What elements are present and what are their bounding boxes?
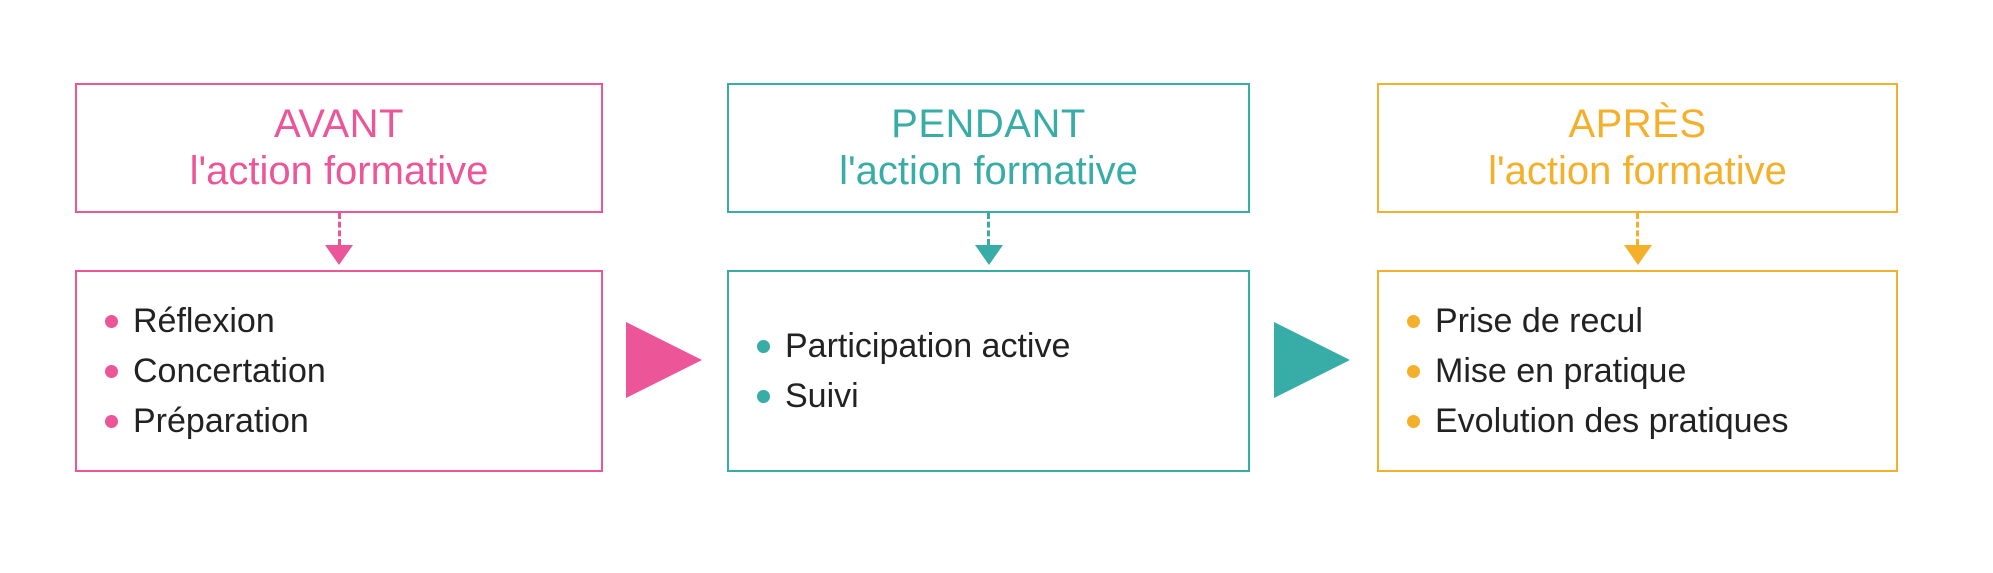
phase-content-pendant: Participation active Suivi xyxy=(727,270,1250,472)
list-item: Participation active xyxy=(757,321,1070,371)
dashed-down-arrow-icon xyxy=(727,213,1250,270)
list-item: Réflexion xyxy=(105,296,326,346)
list-item: Suivi xyxy=(757,371,1070,421)
dashed-arrow-head xyxy=(974,245,1003,265)
dashed-arrow-stem xyxy=(337,213,341,245)
list-item: Concertation xyxy=(105,346,326,396)
dashed-arrow-head xyxy=(325,245,353,265)
item-list: Réflexion Concertation Préparation xyxy=(77,296,336,446)
list-item: Evolution des pratiques xyxy=(1407,396,1788,446)
phase-header-avant: AVANT l'action formative xyxy=(75,83,603,213)
phase-content-avant: Réflexion Concertation Préparation xyxy=(75,270,603,472)
phase-header-pendant: PENDANT l'action formative xyxy=(727,83,1250,213)
list-item: Prise de recul xyxy=(1407,296,1788,346)
phase-title: AVANT xyxy=(274,102,404,146)
dashed-down-arrow-icon xyxy=(75,213,603,270)
flow-arrow-icon-pendant-to-apres xyxy=(1274,322,1350,398)
phase-column-avant: AVANT l'action formative Réflexion Conce… xyxy=(75,83,603,472)
phase-header-apres: APRÈS l'action formative xyxy=(1377,83,1898,213)
phase-title: PENDANT xyxy=(891,102,1086,146)
phase-column-pendant: PENDANT l'action formative Participation… xyxy=(727,83,1250,472)
item-list: Prise de recul Mise en pratique Evolutio… xyxy=(1379,296,1798,446)
phase-subtitle: l'action formative xyxy=(839,149,1138,193)
phase-subtitle: l'action formative xyxy=(1488,149,1787,193)
dashed-arrow-stem xyxy=(987,213,990,245)
phase-column-apres: APRÈS l'action formative Prise de recul … xyxy=(1377,83,1898,472)
dashed-down-arrow-icon xyxy=(1377,213,1898,270)
list-item: Préparation xyxy=(105,396,326,446)
dashed-arrow-head xyxy=(1623,245,1652,265)
flow-arrow-icon-avant-to-pendant xyxy=(626,322,702,398)
dashed-arrow-stem xyxy=(1636,213,1639,245)
phase-subtitle: l'action formative xyxy=(189,149,489,193)
phase-title: APRÈS xyxy=(1568,102,1707,146)
list-item: Mise en pratique xyxy=(1407,346,1788,396)
item-list: Participation active Suivi xyxy=(729,321,1080,421)
phase-content-apres: Prise de recul Mise en pratique Evolutio… xyxy=(1377,270,1898,472)
